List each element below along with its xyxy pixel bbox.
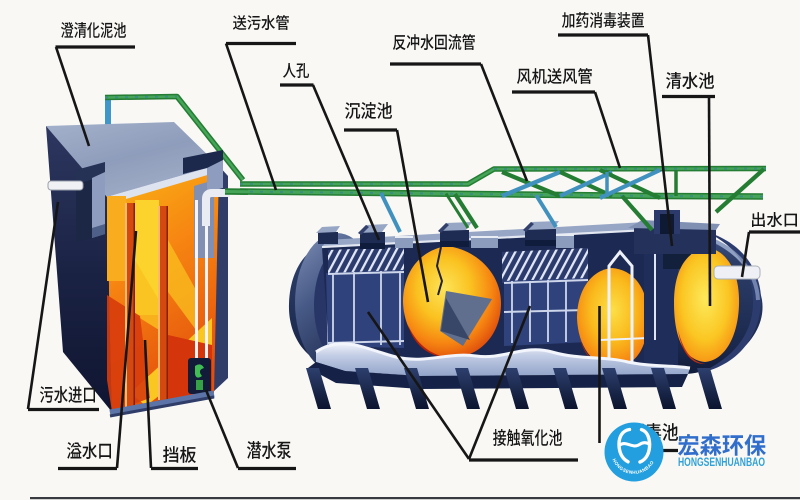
- svg-text:HONGSENHUANBAO: HONGSENHUANBAO: [678, 456, 765, 469]
